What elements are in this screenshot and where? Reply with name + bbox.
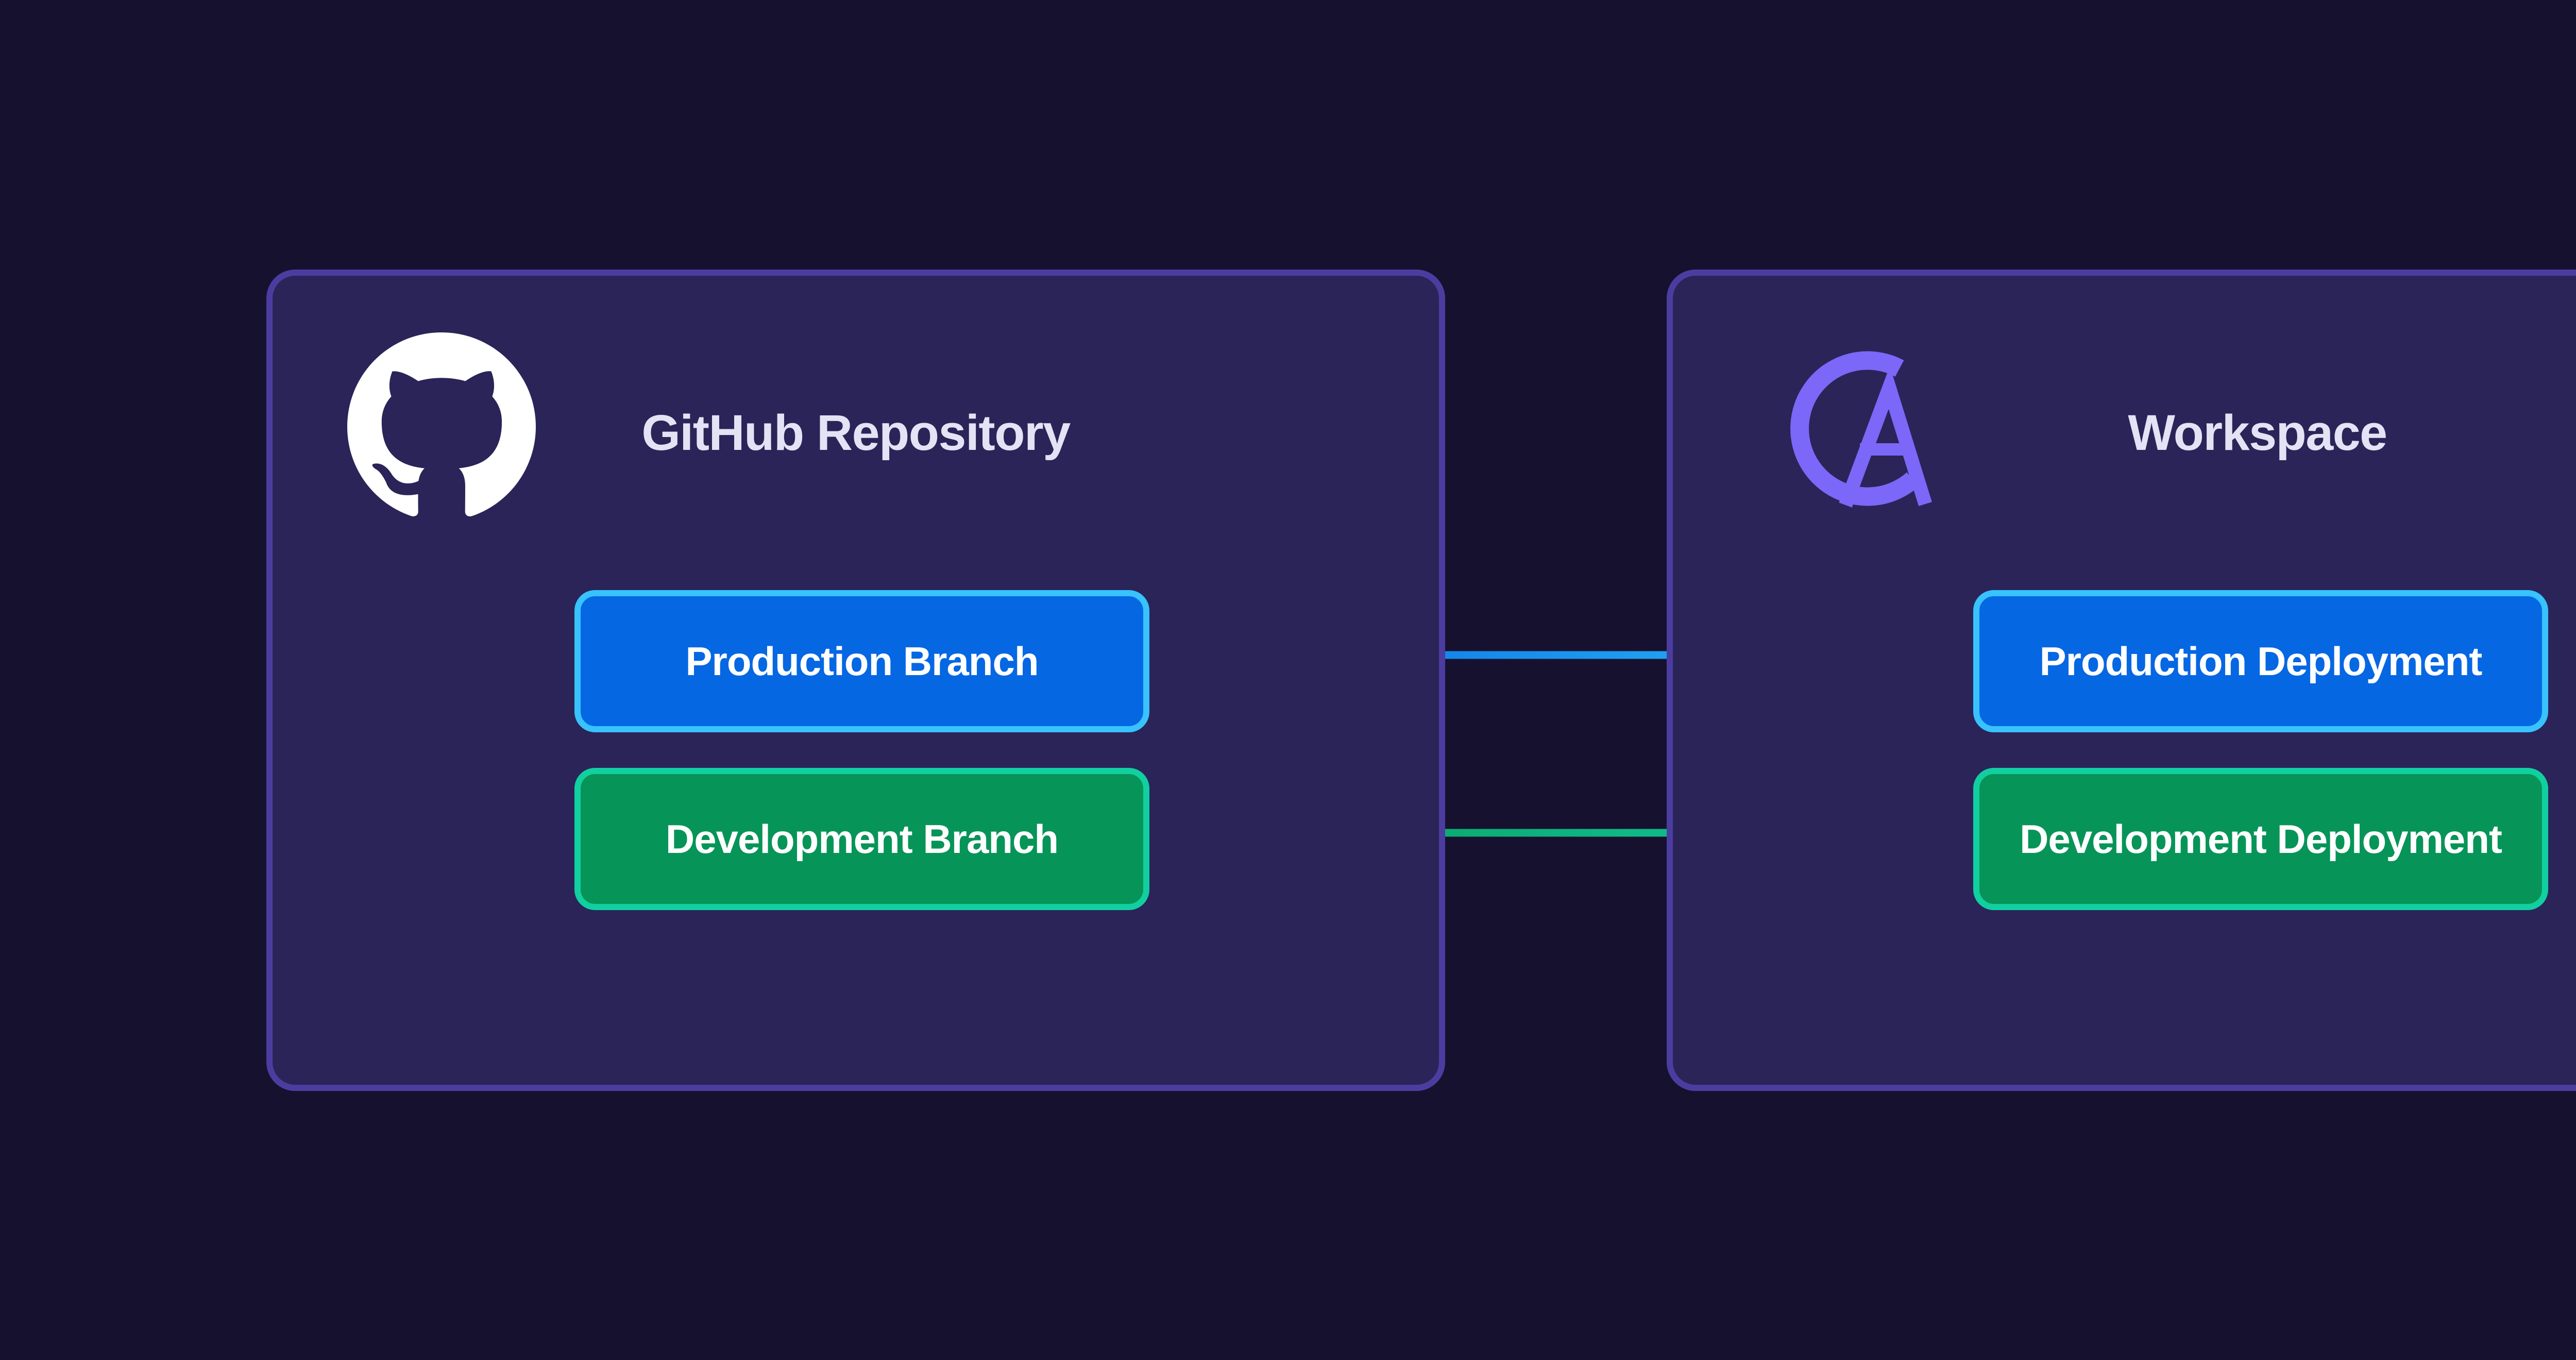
github-icon xyxy=(347,332,536,516)
development-branch-label: Development Branch xyxy=(665,816,1059,862)
development-deployment-label: Development Deployment xyxy=(2020,816,2502,862)
development-deployment-node: Development Deployment xyxy=(1973,768,2548,910)
right-panel-title: Workspace xyxy=(2128,405,2387,461)
development-branch-node: Development Branch xyxy=(574,768,1149,910)
github-repository-panel: GitHub Repository Production Branch Deve… xyxy=(266,270,1445,1091)
workspace-panel: Workspace Production Deployment Developm… xyxy=(1667,270,2576,1091)
production-branch-label: Production Branch xyxy=(685,638,1039,684)
production-deployment-label: Production Deployment xyxy=(2039,638,2483,684)
left-panel-title: GitHub Repository xyxy=(641,405,1071,461)
workspace-arc-a-icon xyxy=(1790,351,1932,508)
production-branch-node: Production Branch xyxy=(574,590,1149,732)
production-deployment-node: Production Deployment xyxy=(1973,590,2548,732)
